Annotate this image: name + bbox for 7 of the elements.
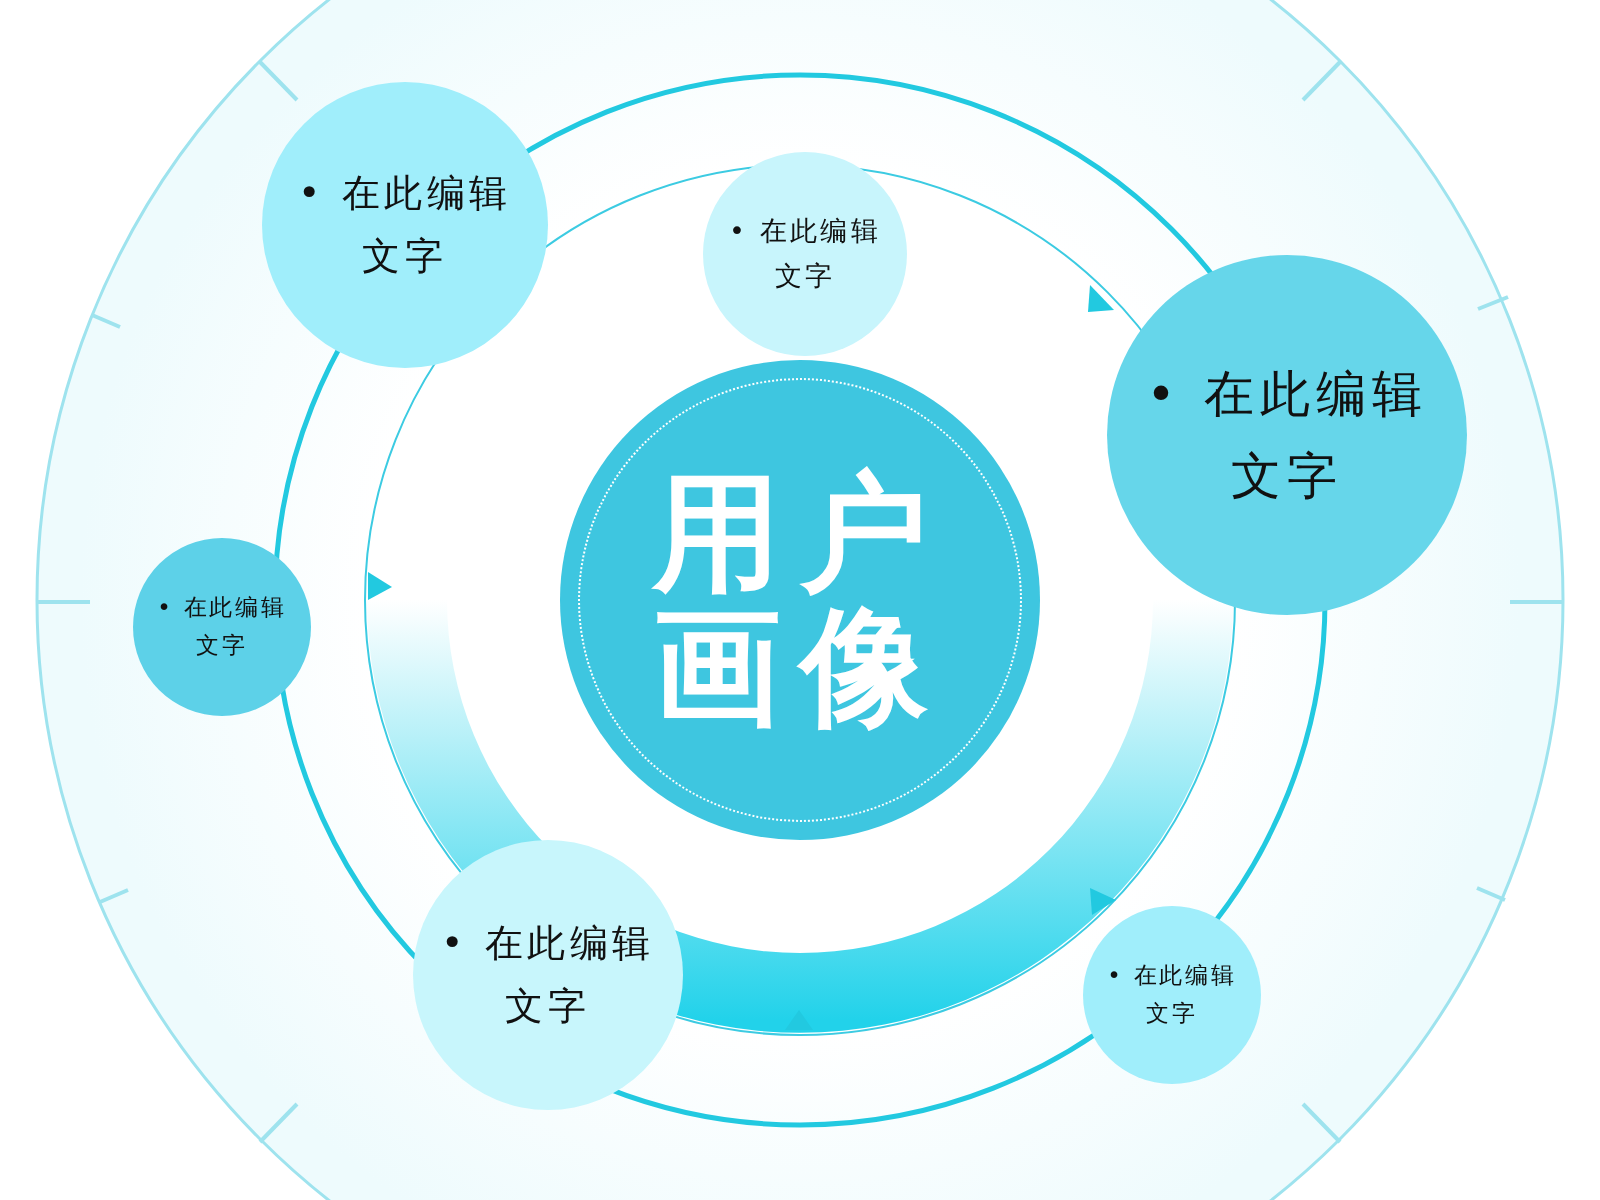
bullet-text: • 在此编辑文字 (297, 170, 513, 280)
bullet-text: • 在此编辑文字 (1145, 363, 1429, 507)
bullet-text: • 在此编辑文字 (728, 214, 882, 293)
title-text: 用户画像 (650, 465, 949, 735)
bullet-text: • 在此编辑文字 (440, 920, 656, 1030)
bullet-text: • 在此编辑文字 (1106, 961, 1238, 1028)
bullet-text: • 在此编辑文字 (156, 593, 288, 660)
